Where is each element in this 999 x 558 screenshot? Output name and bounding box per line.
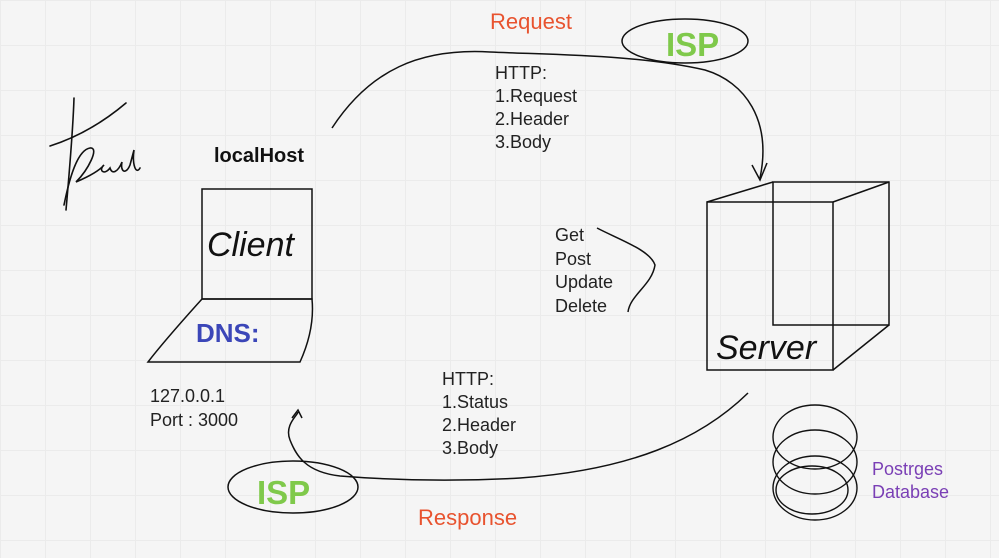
client-laptop xyxy=(146,188,314,363)
request-arrow xyxy=(331,50,764,179)
response-http-item: 1.Status xyxy=(442,392,509,412)
methods-list: Get Post Update Delete xyxy=(555,224,613,318)
database-label-line: Database xyxy=(872,482,950,502)
request-http-list: HTTP: 1.Request 2.Header 3.Body xyxy=(495,62,577,154)
laptop-base xyxy=(146,298,314,363)
response-http-item: 3.Body xyxy=(442,438,499,458)
request-http-item: 3.Body xyxy=(495,132,552,152)
response-arrowhead xyxy=(291,408,303,419)
isp-response-label: ISP xyxy=(257,474,311,511)
response-http-title: HTTP: xyxy=(442,369,494,389)
method-item: Post xyxy=(555,248,592,269)
signature xyxy=(49,97,141,211)
method-item: Update xyxy=(555,272,614,292)
request-http-item: 1.Request xyxy=(495,86,578,106)
database-icon xyxy=(772,404,858,521)
dns-label: DNS: xyxy=(196,318,260,348)
method-item: Delete xyxy=(555,295,608,316)
client-ip: 127.0.0.1 xyxy=(150,386,226,406)
client-label: Client xyxy=(207,226,294,264)
response-http-item: 2.Header xyxy=(442,415,517,435)
response-http-list: HTTP: 1.Status 2.Header 3.Body xyxy=(442,368,516,460)
request-http-title: HTTP: xyxy=(495,63,547,83)
client-address: 127.0.0.1 Port : 3000 xyxy=(150,384,238,432)
response-arrow xyxy=(287,392,749,481)
database-label: Postrges Database xyxy=(872,458,949,504)
server-box xyxy=(706,181,890,371)
isp-request-label: ISP xyxy=(666,26,720,63)
server-label: Server xyxy=(716,329,817,367)
isp-response-ellipse xyxy=(227,460,359,514)
client-port: Port : 3000 xyxy=(150,410,239,430)
isp-request-ellipse xyxy=(621,18,749,64)
localhost-label: localHost xyxy=(214,145,305,167)
request-http-item: 2.Header xyxy=(495,109,570,129)
response-label: Response xyxy=(418,505,518,530)
request-label: Request xyxy=(490,9,572,34)
method-item: Get xyxy=(555,225,585,245)
methods-brace xyxy=(596,227,656,313)
database-label-line: Postrges xyxy=(872,459,944,479)
request-arrowhead xyxy=(751,162,768,182)
